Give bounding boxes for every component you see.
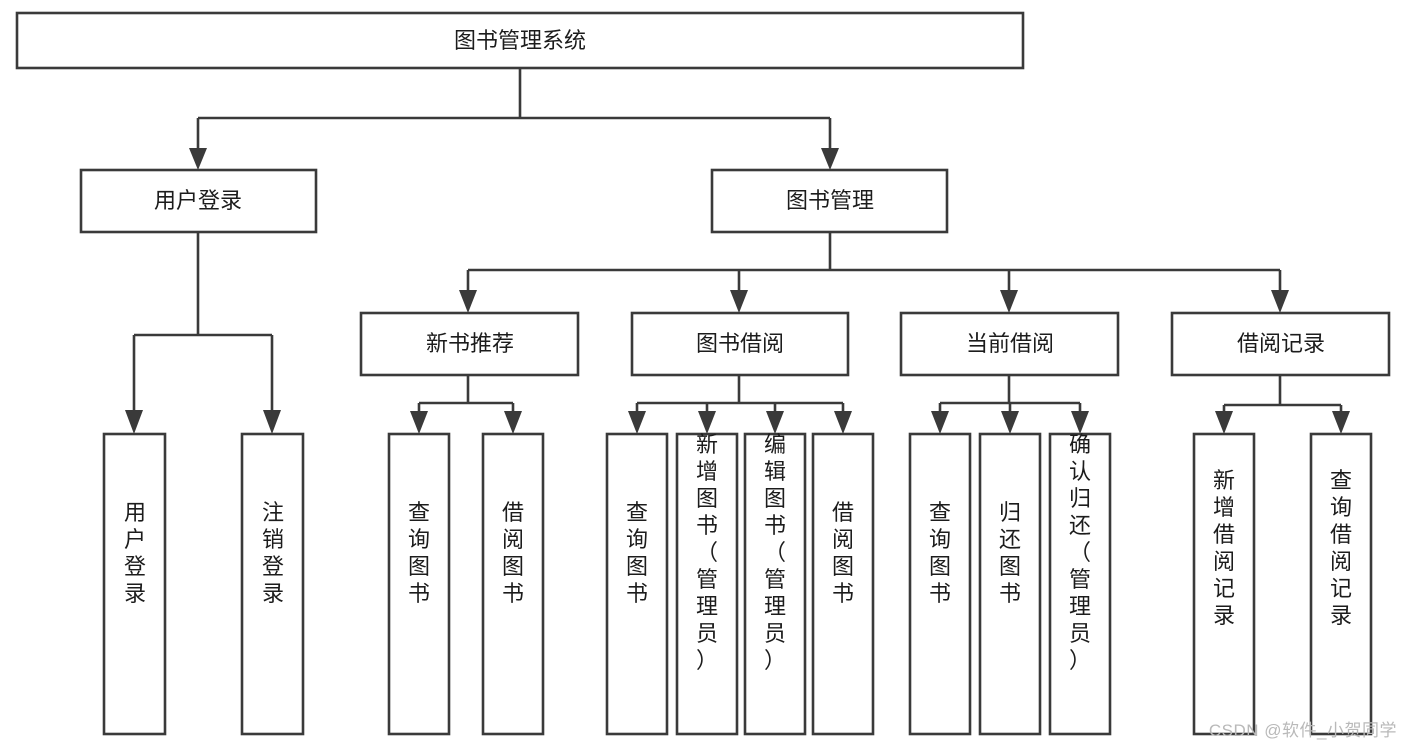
node-leaf-query-book-1[interactable]: 查询图书: [387, 432, 451, 736]
arrow-head-borrow-record: [1271, 290, 1289, 313]
node-leaf-borrow-book-1-box[interactable]: [481, 432, 545, 736]
arrow-head-current-borrow: [1000, 290, 1018, 313]
arrow-head-leaf-query-book-3: [931, 411, 949, 434]
node-book-borrow[interactable]: 图书借阅: [630, 311, 850, 377]
node-new-book-recommend[interactable]: 新书推荐: [359, 311, 580, 377]
arrow-head-leaf-return-book: [1001, 411, 1019, 434]
node-current-borrow[interactable]: 当前借阅: [899, 311, 1120, 377]
node-leaf-query-book-3-label: 查询图书: [929, 500, 951, 606]
node-leaf-return-book[interactable]: 归还图书: [978, 432, 1042, 736]
node-leaf-borrow-book-2[interactable]: 借阅图书: [811, 432, 875, 736]
node-leaf-logout-login-box[interactable]: [240, 432, 305, 736]
arrow-head-leaf-add-record: [1215, 411, 1233, 434]
node-leaf-query-record[interactable]: 查询借阅记录: [1309, 432, 1373, 736]
node-leaf-add-record-box[interactable]: [1192, 432, 1256, 736]
node-new-book-recommend-label: 新书推荐: [426, 331, 514, 356]
node-borrow-record-label: 借阅记录: [1237, 331, 1325, 356]
node-current-borrow-box[interactable]: [899, 311, 1120, 377]
node-root-box[interactable]: [15, 11, 1025, 70]
arrow-head-leaf-borrow-book-1: [504, 411, 522, 434]
arrow-head-leaf-logout-login: [263, 410, 281, 434]
node-leaf-query-record-label: 查询借阅记录: [1330, 468, 1352, 628]
node-leaf-query-book-2-label: 查询图书: [626, 500, 648, 606]
node-leaf-borrow-book-2-label: 借阅图书: [832, 500, 854, 606]
arrow-head-leaf-user-login: [125, 410, 143, 434]
arrow-head-leaf-query-book-1: [410, 411, 428, 434]
node-leaf-return-book-box[interactable]: [978, 432, 1042, 736]
arrow-head-book-manage: [821, 148, 839, 170]
node-book-manage-label: 图书管理: [786, 188, 874, 213]
node-root[interactable]: 图书管理系统: [15, 11, 1025, 70]
node-leaf-edit-book-box[interactable]: [743, 432, 807, 736]
edge-layer: [125, 68, 1350, 434]
node-leaf-confirm-return-box[interactable]: [1048, 432, 1112, 736]
node-leaf-logout-login[interactable]: 注销登录: [240, 432, 305, 736]
arrow-head-leaf-edit-book: [766, 411, 784, 434]
node-borrow-record[interactable]: 借阅记录: [1170, 311, 1391, 377]
node-leaf-query-book-1-label: 查询图书: [408, 500, 430, 606]
node-leaf-query-book-2[interactable]: 查询图书: [605, 432, 669, 736]
node-leaf-borrow-book-2-box[interactable]: [811, 432, 875, 736]
node-leaf-confirm-return[interactable]: 确认归还（管理员）: [1048, 432, 1112, 736]
node-leaf-user-login[interactable]: 用户登录: [102, 432, 167, 736]
node-leaf-query-book-3-box[interactable]: [908, 432, 972, 736]
node-book-manage[interactable]: 图书管理: [710, 168, 949, 234]
node-current-borrow-label: 当前借阅: [966, 331, 1054, 356]
node-leaf-confirm-return-label: 确认归还（管理员）: [1069, 432, 1091, 673]
arrow-head-new-book-recommend: [459, 290, 477, 313]
node-root-label: 图书管理系统: [454, 28, 586, 53]
node-leaf-logout-login-label: 注销登录: [262, 500, 284, 606]
node-leaf-edit-book[interactable]: 编辑图书（管理员）: [743, 432, 807, 736]
node-leaf-add-record-label: 新增借阅记录: [1213, 468, 1235, 628]
node-leaf-borrow-book-1[interactable]: 借阅图书: [481, 432, 545, 736]
node-borrow-record-box[interactable]: [1170, 311, 1391, 377]
node-leaf-add-book-box[interactable]: [675, 432, 739, 736]
node-leaf-query-book-1-box[interactable]: [387, 432, 451, 736]
node-leaf-user-login-box[interactable]: [102, 432, 167, 736]
arrow-head-leaf-query-book-2: [628, 411, 646, 434]
arrow-head-leaf-query-record: [1332, 411, 1350, 434]
node-leaf-edit-book-label: 编辑图书（管理员）: [764, 432, 786, 673]
node-leaf-add-book[interactable]: 新增图书（管理员）: [675, 432, 739, 736]
arrow-head-leaf-borrow-book-2: [834, 411, 852, 434]
arrow-head-user-login: [189, 148, 207, 170]
node-leaf-query-book-3[interactable]: 查询图书: [908, 432, 972, 736]
node-book-borrow-box[interactable]: [630, 311, 850, 377]
node-leaf-user-login-label: 用户登录: [124, 500, 146, 606]
node-user-login-label: 用户登录: [154, 188, 242, 213]
arrow-head-book-borrow: [730, 290, 748, 313]
node-leaf-add-book-label: 新增图书（管理员）: [696, 432, 718, 673]
node-leaf-query-book-2-box[interactable]: [605, 432, 669, 736]
node-leaf-add-record[interactable]: 新增借阅记录: [1192, 432, 1256, 736]
node-leaf-query-record-box[interactable]: [1309, 432, 1373, 736]
arrow-head-leaf-confirm-return: [1071, 411, 1089, 434]
node-book-manage-box[interactable]: [710, 168, 949, 234]
node-user-login[interactable]: 用户登录: [79, 168, 318, 234]
node-new-book-recommend-box[interactable]: [359, 311, 580, 377]
node-leaf-return-book-label: 归还图书: [999, 500, 1021, 606]
node-book-borrow-label: 图书借阅: [696, 331, 784, 356]
node-leaf-borrow-book-1-label: 借阅图书: [502, 500, 524, 606]
arrow-head-leaf-add-book: [698, 411, 716, 434]
node-user-login-box[interactable]: [79, 168, 318, 234]
